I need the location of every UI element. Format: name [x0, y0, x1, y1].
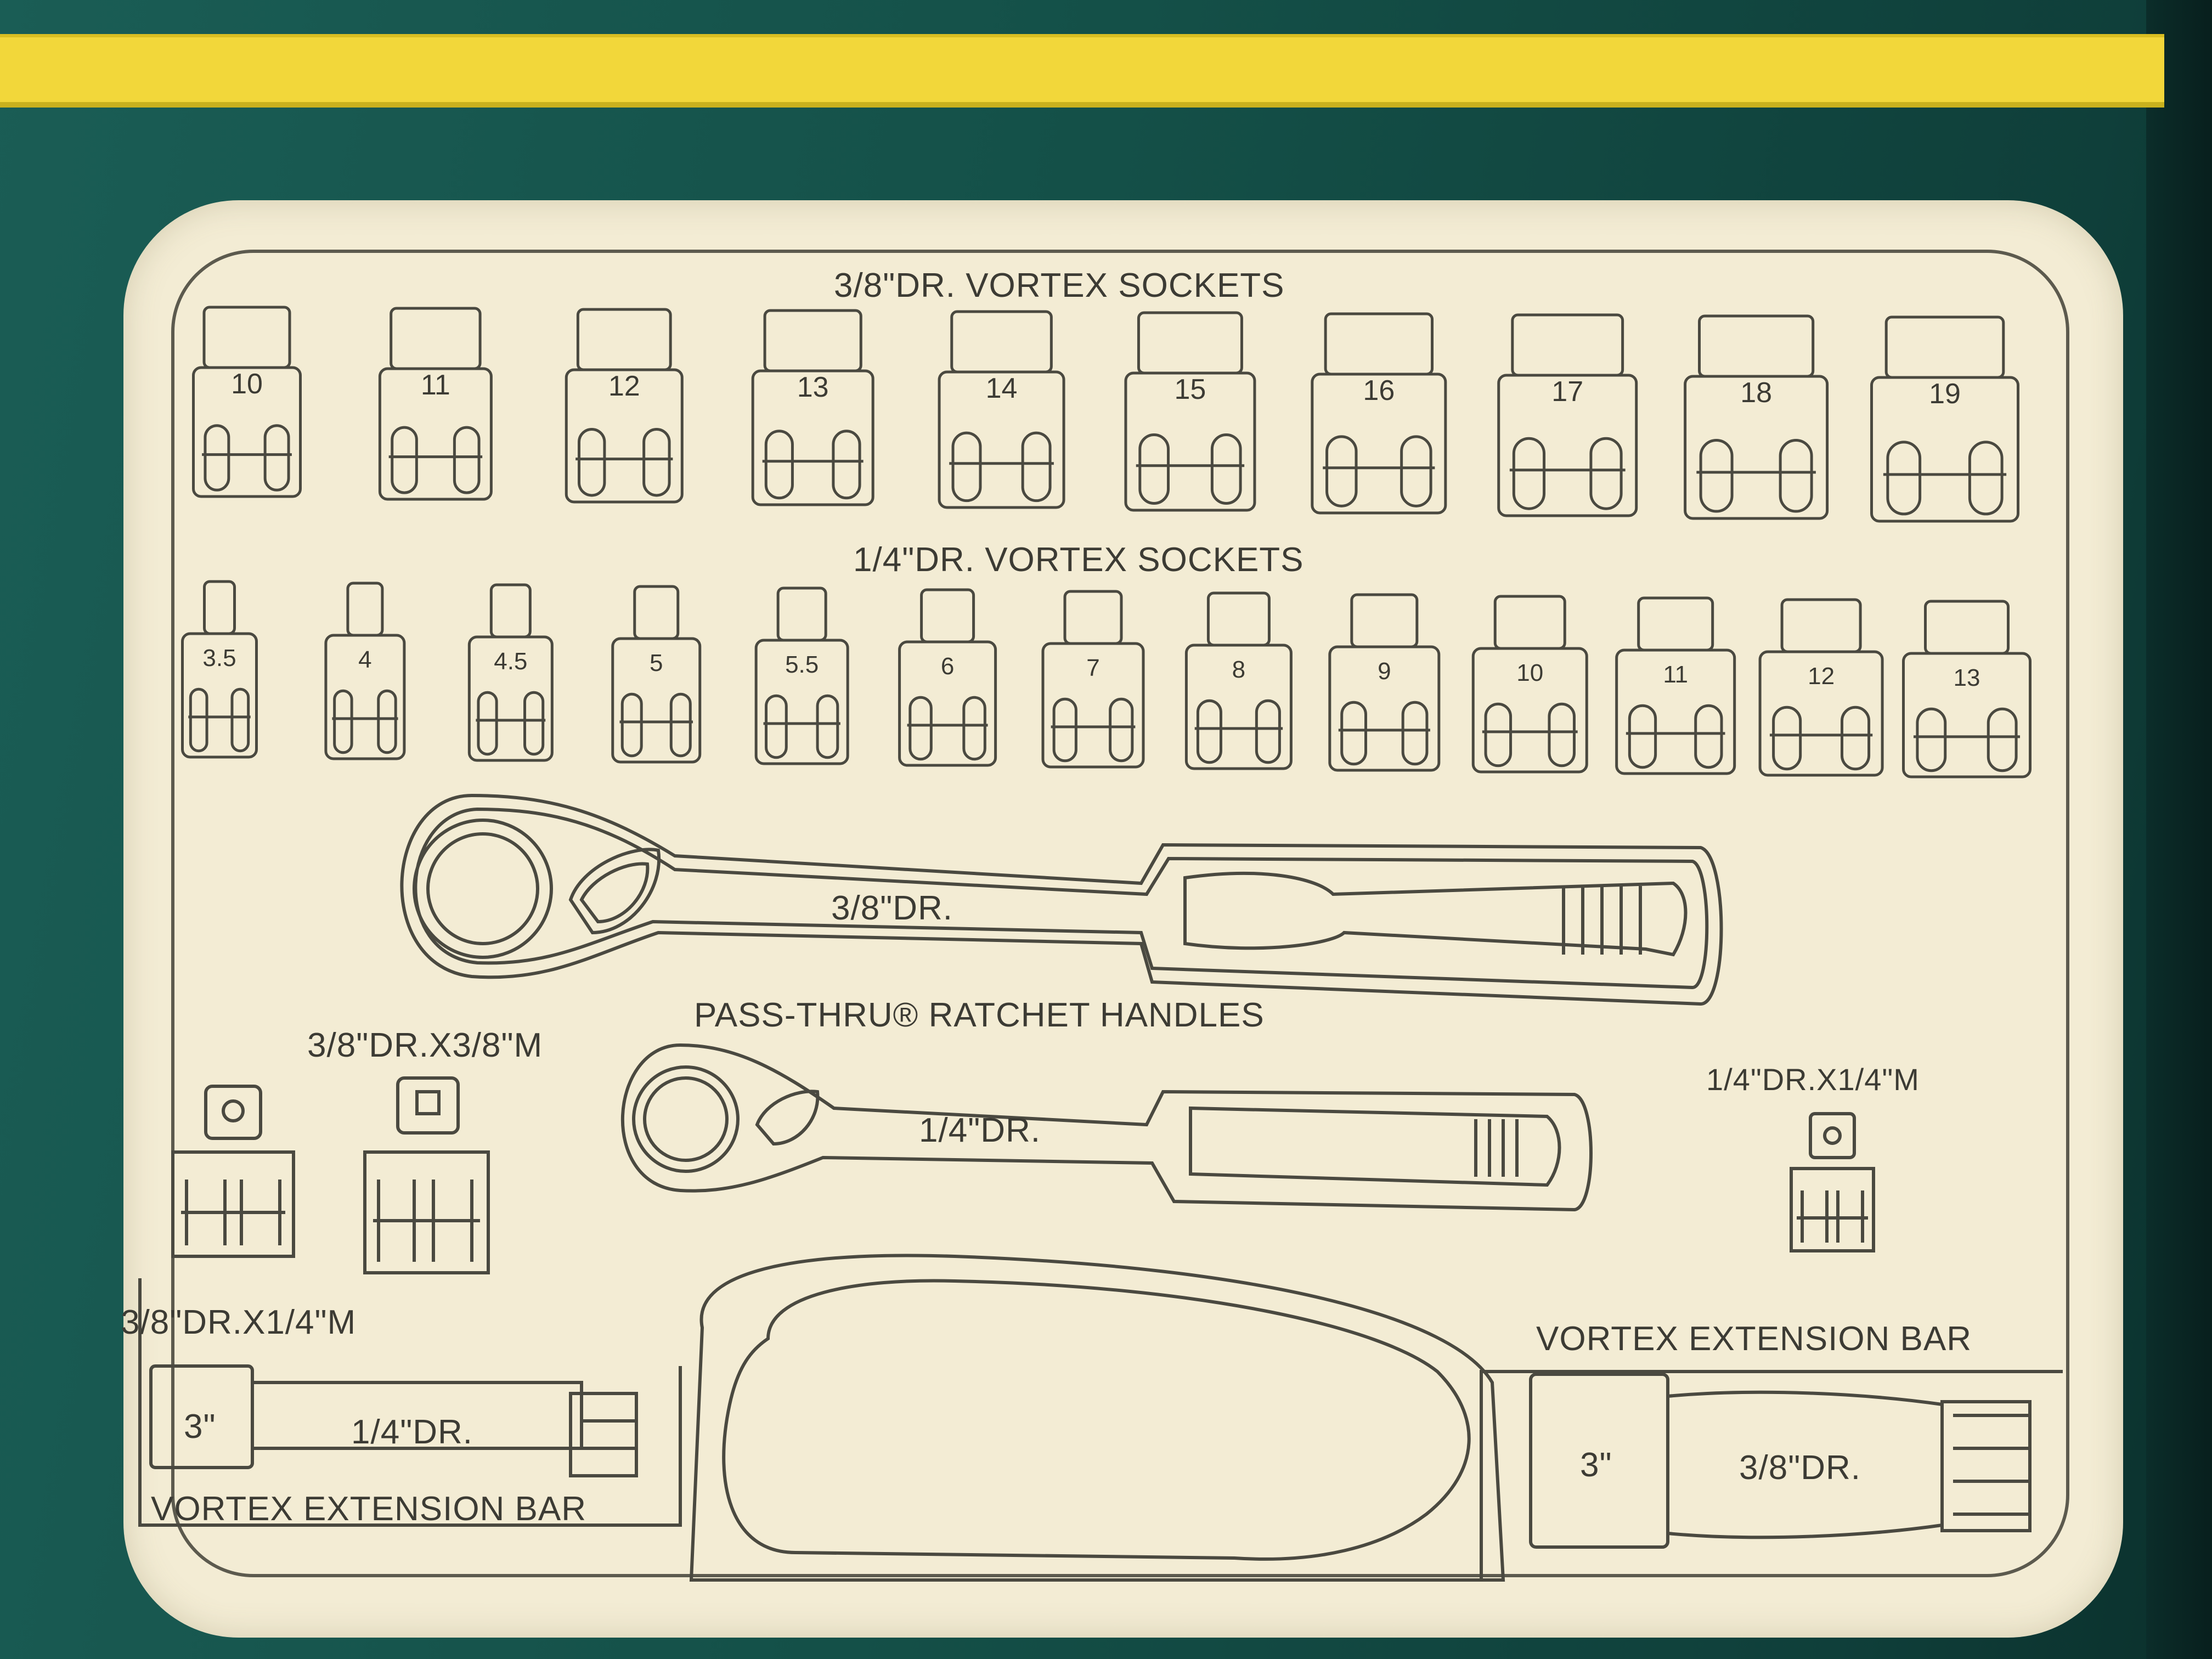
- socket-38-socket-8: [1684, 314, 1829, 520]
- label-ratchet-handles: PASS-THRU® RATCHET HANDLES: [694, 996, 1265, 1034]
- socket-14-size-8: 9: [1378, 658, 1391, 685]
- socket-14-size-11: 12: [1808, 663, 1835, 690]
- socket-14-size-4: 5.5: [785, 651, 819, 678]
- label-ext-left-title: VORTEX EXTENSION BAR: [151, 1490, 587, 1528]
- tray-outline: [171, 250, 2069, 1577]
- label-sockets-38: 3/8"DR. VORTEX SOCKETS: [834, 267, 1285, 304]
- socket-14-size-5: 6: [940, 653, 955, 680]
- socket-14-socket-11: [1758, 598, 1884, 777]
- socket-14-socket-5: [898, 588, 997, 767]
- socket-38-socket-5: [1124, 311, 1256, 512]
- foam-tray: [123, 200, 2123, 1638]
- label-ext-right-title: VORTEX EXTENSION BAR: [1536, 1320, 1972, 1358]
- socket-38-size-1: 11: [420, 369, 450, 401]
- adapter-38x38-outline: [363, 1076, 490, 1274]
- yellow-stripe: [0, 34, 2164, 108]
- socket-14-size-2: 4.5: [494, 648, 528, 675]
- finger-cutout: [689, 1254, 1505, 1582]
- label-ext-left-drive: 1/4"DR.: [351, 1413, 473, 1451]
- socket-14-size-7: 8: [1232, 656, 1246, 683]
- socket-14-socket-3: [611, 585, 702, 764]
- socket-38-socket-0: [192, 306, 302, 498]
- socket-14-socket-4: [754, 586, 849, 765]
- socket-14-size-9: 10: [1516, 659, 1544, 686]
- socket-14-socket-2: [467, 583, 554, 762]
- socket-14-socket-7: [1184, 591, 1293, 770]
- socket-14-socket-1: [324, 582, 406, 760]
- label-sockets-14: 1/4"DR. VORTEX SOCKETS: [853, 541, 1304, 579]
- label-ext-left-length: 3": [184, 1408, 216, 1446]
- sockets-38-row: [192, 306, 2019, 523]
- socket-14-size-12: 13: [1953, 664, 1980, 691]
- socket-14-size-10: 11: [1663, 661, 1688, 688]
- socket-38-size-7: 17: [1551, 376, 1584, 408]
- socket-38-socket-3: [751, 309, 874, 506]
- socket-38-size-8: 18: [1740, 377, 1773, 409]
- extension-bar-right-outline: [1480, 1370, 2063, 1580]
- adapter-14x14-outline: [1790, 1112, 1875, 1252]
- socket-38-size-9: 19: [1929, 378, 1961, 410]
- sockets-14-row: [181, 580, 2032, 778]
- ratchet-38-outline: [400, 793, 1723, 1006]
- socket-38-socket-7: [1497, 313, 1638, 517]
- socket-38-socket-4: [938, 310, 1065, 509]
- socket-38-size-4: 14: [985, 373, 1018, 404]
- ratchet-14-outline: [621, 1043, 1593, 1212]
- socket-14-socket-6: [1041, 590, 1145, 769]
- socket-14-size-1: 4: [358, 646, 372, 673]
- extension-bar-left-outline: [138, 1278, 682, 1527]
- adapter-38x14-outline: [171, 1085, 295, 1258]
- socket-14-size-0: 3.5: [202, 645, 236, 672]
- socket-14-socket-12: [1902, 600, 2032, 778]
- socket-38-socket-6: [1311, 312, 1447, 515]
- socket-14-socket-9: [1471, 595, 1588, 774]
- socket-14-socket-8: [1328, 593, 1441, 772]
- label-adapter-38x38: 3/8"DR.X3/8"M: [307, 1026, 543, 1064]
- socket-38-size-3: 13: [797, 371, 829, 403]
- socket-38-size-0: 10: [231, 368, 263, 400]
- label-ext-right-length: 3": [1580, 1446, 1612, 1484]
- socket-38-size-2: 12: [608, 370, 640, 402]
- socket-38-size-6: 16: [1363, 375, 1395, 407]
- label-ratchet-38: 3/8"DR.: [831, 889, 953, 927]
- socket-38-socket-9: [1870, 315, 2019, 523]
- socket-38-size-5: 15: [1174, 374, 1206, 405]
- socket-38-socket-2: [565, 308, 684, 504]
- case-edge: [2146, 0, 2212, 1659]
- socket-38-socket-1: [378, 307, 493, 501]
- socket-14-size-6: 7: [1086, 654, 1100, 681]
- socket-14-socket-0: [181, 580, 258, 759]
- label-ext-right-drive: 3/8"DR.: [1739, 1449, 1861, 1487]
- label-adapter-38x14: 3/8"DR.X1/4"M: [121, 1304, 357, 1341]
- label-ratchet-14: 1/4"DR.: [919, 1111, 1041, 1149]
- socket-14-size-3: 5: [650, 650, 663, 676]
- socket-14-socket-10: [1615, 596, 1736, 775]
- label-adapter-14x14: 1/4"DR.X1/4"M: [1706, 1062, 1920, 1097]
